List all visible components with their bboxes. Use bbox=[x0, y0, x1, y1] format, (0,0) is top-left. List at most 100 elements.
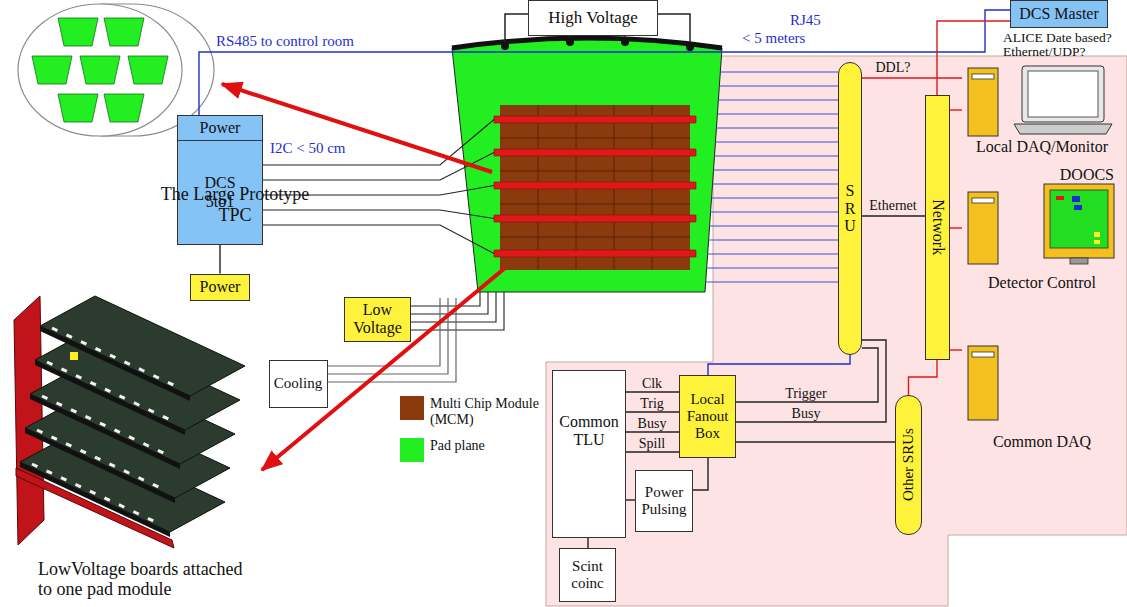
network-bar: Network bbox=[925, 95, 950, 360]
connector bbox=[950, 227, 962, 228]
computer-station: DOOCSDetector Control bbox=[962, 162, 1122, 296]
node-text: Network bbox=[928, 200, 946, 256]
connector bbox=[219, 245, 220, 274]
tlu-box: Common TLU bbox=[552, 370, 626, 538]
scint-box: Scint coinc bbox=[559, 548, 616, 602]
pc-drive-slot bbox=[972, 198, 994, 203]
connector bbox=[626, 451, 679, 452]
node-text: Power bbox=[200, 278, 241, 296]
legend-entry: Pad plane bbox=[400, 438, 542, 462]
power-box: Power bbox=[190, 274, 250, 301]
node-text: High Voltage bbox=[548, 8, 638, 28]
legend-swatch bbox=[400, 396, 424, 420]
pc-tower bbox=[968, 68, 998, 136]
rj45-cables bbox=[706, 72, 838, 282]
node-text: DCS Master bbox=[1019, 5, 1099, 23]
hv-contact bbox=[501, 42, 509, 50]
node-text: Power Pulsing bbox=[639, 484, 689, 519]
connector bbox=[626, 391, 679, 392]
tpc-endplate bbox=[18, 4, 182, 136]
pc-drive-slot bbox=[972, 352, 994, 357]
low-voltage-wires bbox=[410, 292, 504, 330]
cable-note: I2C < 50 cm bbox=[270, 140, 380, 157]
connector bbox=[736, 441, 895, 442]
node-text: Cooling bbox=[274, 375, 322, 392]
connector bbox=[736, 348, 878, 402]
laptop-base bbox=[1014, 124, 1112, 134]
screen-widget bbox=[1094, 232, 1100, 237]
legend-swatch bbox=[400, 438, 424, 462]
node-text: Low Voltage bbox=[347, 301, 408, 338]
node-text: Power bbox=[178, 116, 262, 141]
laptop-display bbox=[1028, 71, 1098, 117]
lv-board-marker bbox=[70, 352, 78, 360]
legend-text: Multi Chip Module (MCM) bbox=[430, 396, 542, 428]
screen-widget bbox=[1056, 196, 1064, 200]
legend-text: Pad plane bbox=[430, 438, 542, 454]
screen-widget bbox=[1094, 240, 1100, 244]
lv-board-edge bbox=[40, 326, 190, 401]
connector bbox=[950, 349, 962, 350]
signal-label: Clk bbox=[640, 377, 664, 391]
low-voltage-box: Low Voltage bbox=[344, 297, 411, 342]
computer-station: Local DAQ/Monitor bbox=[962, 62, 1122, 160]
pc-tower bbox=[968, 192, 998, 264]
figure-caption: The Large Prototype TPC bbox=[150, 184, 320, 225]
connector bbox=[736, 340, 886, 422]
screen-widget bbox=[1074, 205, 1082, 210]
connector bbox=[937, 21, 1010, 95]
pad-plane bbox=[452, 38, 722, 292]
connector bbox=[626, 411, 679, 412]
fanout-box: Local Fanout Box bbox=[679, 375, 736, 458]
connector bbox=[587, 538, 588, 548]
hv-contact bbox=[686, 43, 694, 51]
tpc-pad-modules bbox=[32, 18, 168, 122]
screen-widget bbox=[1072, 196, 1080, 202]
cooling-box: Cooling bbox=[269, 360, 328, 408]
node-text: Other SRUs bbox=[900, 429, 917, 502]
signal-label: DDL? bbox=[874, 61, 913, 75]
monitor-screen bbox=[1050, 190, 1108, 248]
signal-label: RS485 to control room bbox=[214, 34, 356, 49]
connector bbox=[708, 355, 850, 375]
laptop-screen bbox=[1022, 66, 1104, 122]
cable-note: < 5 meters bbox=[742, 30, 822, 47]
other-sru-bar: Other SRUs bbox=[895, 395, 922, 535]
signal-label: Trigger bbox=[783, 387, 829, 401]
node-text: Common TLU bbox=[557, 413, 621, 450]
node-text: SRU bbox=[842, 182, 858, 235]
monitor-frame bbox=[1044, 184, 1114, 258]
figure-caption: LowVoltage boards attached to one pad mo… bbox=[38, 560, 253, 600]
connector bbox=[626, 499, 635, 500]
pc-tower bbox=[968, 346, 998, 420]
pulsing-box: Power Pulsing bbox=[635, 470, 693, 532]
connector bbox=[950, 109, 962, 110]
dcs-box: PowerDCS 5to1 bbox=[177, 115, 263, 245]
supply-box: High Voltage bbox=[528, 0, 658, 36]
hv-contact bbox=[621, 38, 629, 46]
connector bbox=[909, 360, 938, 395]
lv-board bbox=[40, 296, 245, 396]
signal-label: Busy bbox=[636, 417, 669, 431]
endplate-rim bbox=[452, 38, 722, 48]
connector bbox=[693, 458, 708, 490]
monitor-stand bbox=[1070, 258, 1088, 264]
node-text: Scint coinc bbox=[563, 558, 612, 593]
signal-label: Busy bbox=[790, 407, 823, 421]
lv-board-chips bbox=[52, 328, 178, 387]
readout-bars bbox=[494, 116, 696, 257]
signal-label: Spill bbox=[637, 437, 667, 451]
signal-label: Ethernet bbox=[867, 199, 918, 213]
connector bbox=[862, 77, 962, 78]
protocol-note: ALICE Date based? Ethernet/UDP? bbox=[1003, 31, 1123, 59]
node-text: Common DAQ bbox=[993, 433, 1091, 451]
connector bbox=[862, 215, 925, 216]
connector bbox=[626, 431, 679, 432]
node-text: DOOCS bbox=[1060, 166, 1114, 184]
cable-note: RJ45 bbox=[790, 12, 830, 29]
node-text: Local DAQ/Monitor bbox=[976, 138, 1108, 156]
node-text: Local Fanout Box bbox=[683, 391, 732, 443]
computer-station: Common DAQ bbox=[962, 340, 1122, 455]
hv-contact bbox=[566, 38, 574, 46]
